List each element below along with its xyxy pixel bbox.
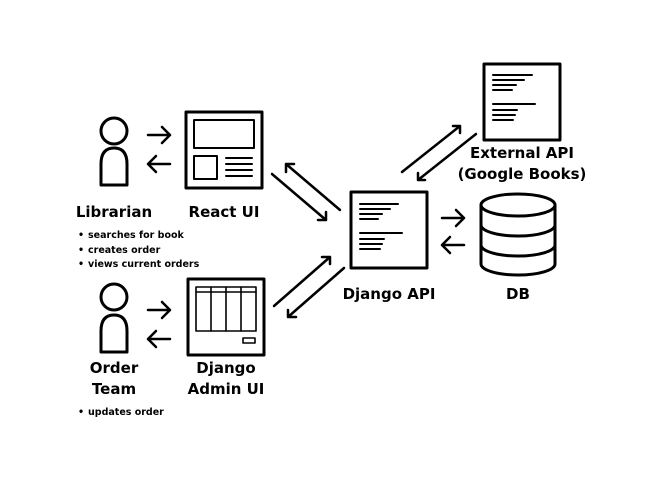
- django-admin-label-line1: Django: [196, 359, 256, 377]
- librarian-react-arrows: [146, 125, 172, 174]
- react-api-arrows: [270, 162, 342, 222]
- order-team-person-icon: [99, 282, 129, 354]
- librarian-note: searches for book: [78, 229, 199, 244]
- django-admin-window-icon: [186, 277, 266, 357]
- external-api-label-line2: (Google Books): [457, 165, 587, 183]
- react-ui-window-icon: [184, 110, 264, 190]
- api-external-arrows: [400, 124, 478, 182]
- react-ui-label: React UI: [188, 203, 260, 221]
- django-admin-label-line2: Admin UI: [187, 380, 265, 398]
- order-team-label-line2: Team: [91, 380, 137, 398]
- order-team-label-line1: Order: [89, 359, 139, 377]
- librarian-person-icon: [99, 116, 129, 187]
- django-admin-label: Django Admin UI: [176, 358, 276, 400]
- librarian-notes: searches for book creates order views cu…: [78, 229, 199, 273]
- order-team-admin-arrows: [146, 300, 172, 349]
- django-api-label: Django API: [342, 285, 436, 303]
- librarian-note: creates order: [78, 244, 199, 259]
- order-team-label: Order Team: [64, 358, 164, 400]
- order-team-note: updates order: [78, 406, 164, 421]
- external-api-document-icon: [482, 62, 562, 142]
- db-label: DB: [506, 285, 530, 303]
- external-api-label: External API (Google Books): [452, 143, 592, 185]
- external-api-label-line1: External API: [469, 144, 574, 162]
- librarian-note: views current orders: [78, 258, 199, 273]
- order-team-notes: updates order: [78, 406, 164, 421]
- django-api-document-icon: [349, 190, 429, 270]
- api-db-arrows: [440, 208, 466, 255]
- database-icon: [479, 192, 557, 277]
- librarian-label: Librarian: [75, 203, 153, 221]
- admin-api-arrows: [272, 255, 346, 319]
